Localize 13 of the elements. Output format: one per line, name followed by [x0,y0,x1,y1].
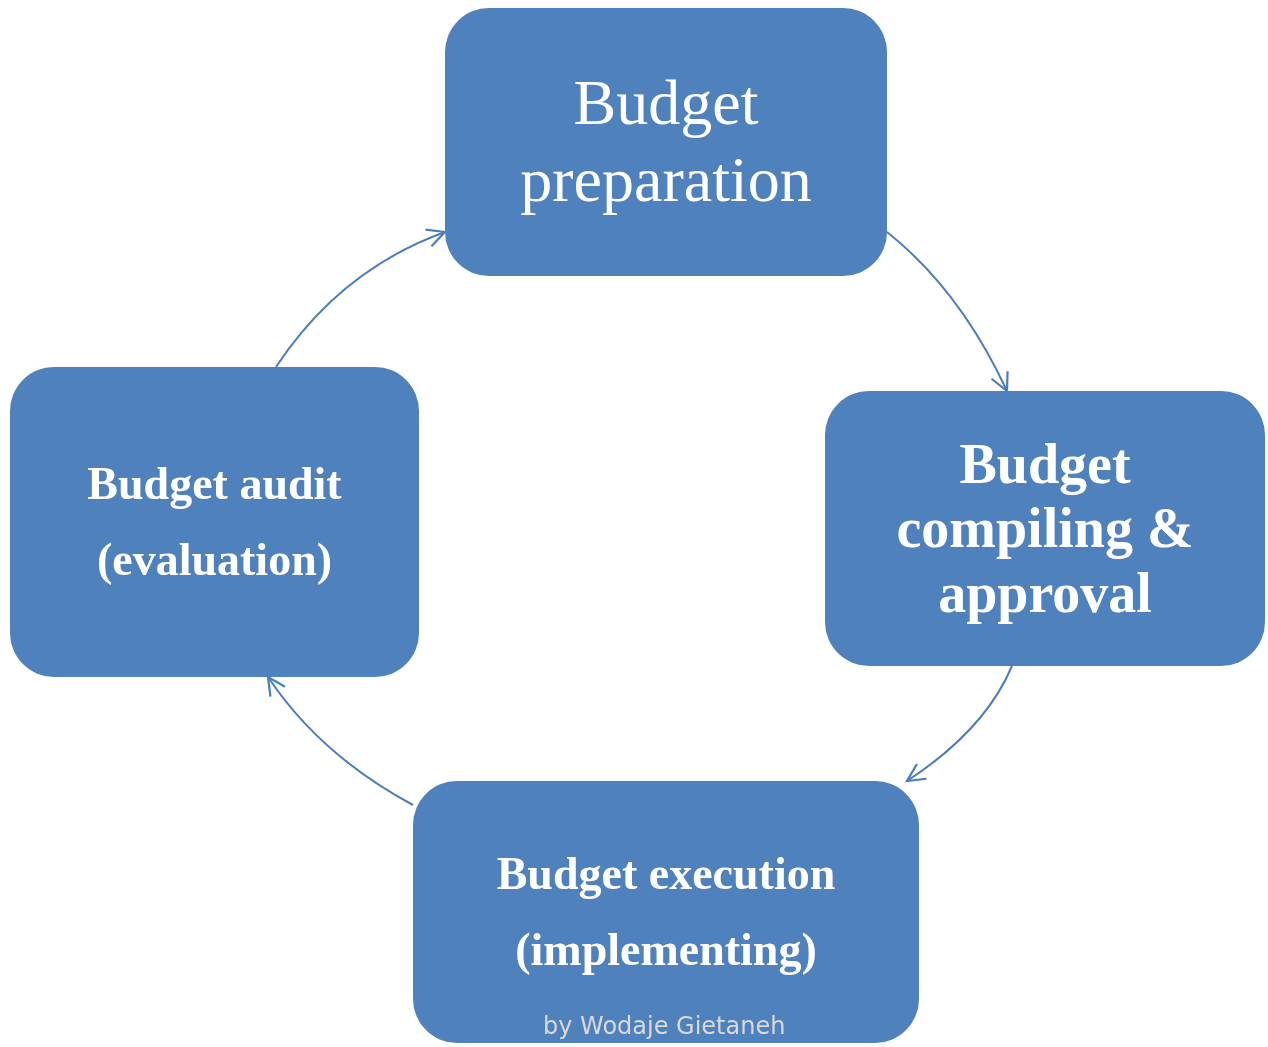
box-label: Budget audit (evaluation) [86,457,343,587]
curved-arrow [905,665,1013,783]
curved-arrow [886,231,1009,393]
rounded-box [825,391,1265,666]
rounded-box [10,367,419,677]
curved-arrow [275,229,447,368]
box-label: Budget preparation [519,66,813,217]
curved-arrow [266,675,414,806]
rounded-box [445,8,887,276]
author-credit: by Wodaje Gietaneh [543,1012,786,1040]
box-label: Budget execution (implementing) [495,847,837,977]
box-label: Budget compiling & approval [895,431,1195,626]
rounded-box [413,781,919,1043]
